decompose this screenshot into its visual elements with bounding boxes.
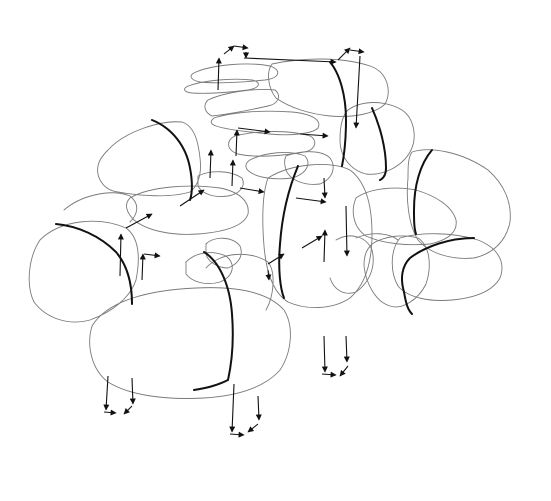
right-upper-rock — [339, 102, 415, 175]
contour-right-top-rock — [412, 149, 433, 235]
arrow — [299, 132, 329, 139]
arrow — [267, 253, 285, 265]
hand-finger-shape — [190, 63, 279, 84]
arrow — [343, 335, 350, 363]
middle-left-rock — [126, 185, 249, 235]
contour-left-upper-rock — [151, 119, 193, 201]
arrow — [179, 189, 205, 207]
contour-central-rock — [278, 165, 299, 299]
arrow — [207, 149, 214, 179]
center-lower-rock — [329, 235, 374, 294]
displacement-arrows — [103, 44, 365, 438]
right-mid-rock — [352, 187, 457, 246]
arrow — [337, 47, 351, 61]
left-upper-rock — [97, 121, 201, 197]
arrow — [255, 395, 262, 421]
arrow — [223, 45, 235, 55]
arrow — [103, 409, 117, 416]
small-cube-rock — [197, 171, 244, 197]
arrow — [339, 365, 349, 377]
arrow — [129, 377, 136, 405]
occluding-contours — [55, 61, 475, 391]
arrow — [117, 233, 124, 277]
center-oval-rock — [284, 151, 334, 185]
arrow — [237, 127, 271, 135]
contour-left-large-rock — [55, 223, 133, 305]
arrow — [247, 423, 259, 433]
hand-palm-shape — [204, 89, 279, 117]
arrow — [239, 187, 265, 195]
arrow — [295, 197, 327, 205]
arrow — [265, 269, 272, 281]
arrow — [349, 48, 365, 55]
bottom-center-rock — [205, 253, 274, 311]
arrow — [233, 129, 240, 157]
left-background-rock — [63, 192, 138, 223]
arrow — [229, 431, 245, 438]
contour-bottom-center-rock — [193, 251, 234, 391]
arrow — [123, 405, 133, 415]
right-bottom-rock — [391, 233, 503, 301]
arrow — [103, 375, 110, 411]
arrow — [321, 177, 328, 199]
arrow — [353, 55, 361, 129]
arrow — [321, 371, 337, 378]
right-lower-rock — [363, 235, 430, 308]
arrow — [233, 44, 249, 51]
bottom-left-rock — [89, 287, 291, 399]
arrow — [139, 253, 146, 281]
arrow — [229, 383, 236, 433]
arrow — [143, 252, 161, 259]
arrow — [343, 205, 350, 257]
contour-right-upper-rock — [371, 107, 388, 181]
right-top-rock — [406, 149, 511, 259]
hand-knuckle-shape — [210, 110, 320, 136]
central-large-rock — [262, 164, 373, 309]
arrow — [215, 57, 222, 91]
contour-right-bottom-rock — [401, 237, 475, 315]
top-rock — [268, 58, 389, 117]
left-large-rock — [28, 220, 139, 323]
arrow — [229, 159, 236, 187]
right-small-rock — [355, 233, 399, 241]
arrow — [321, 335, 328, 373]
rock-outlines — [28, 58, 511, 399]
arrow — [301, 235, 323, 249]
arrow — [321, 229, 328, 263]
arrow — [243, 57, 337, 65]
contour-top-rock — [329, 61, 348, 167]
arrow — [125, 213, 153, 229]
